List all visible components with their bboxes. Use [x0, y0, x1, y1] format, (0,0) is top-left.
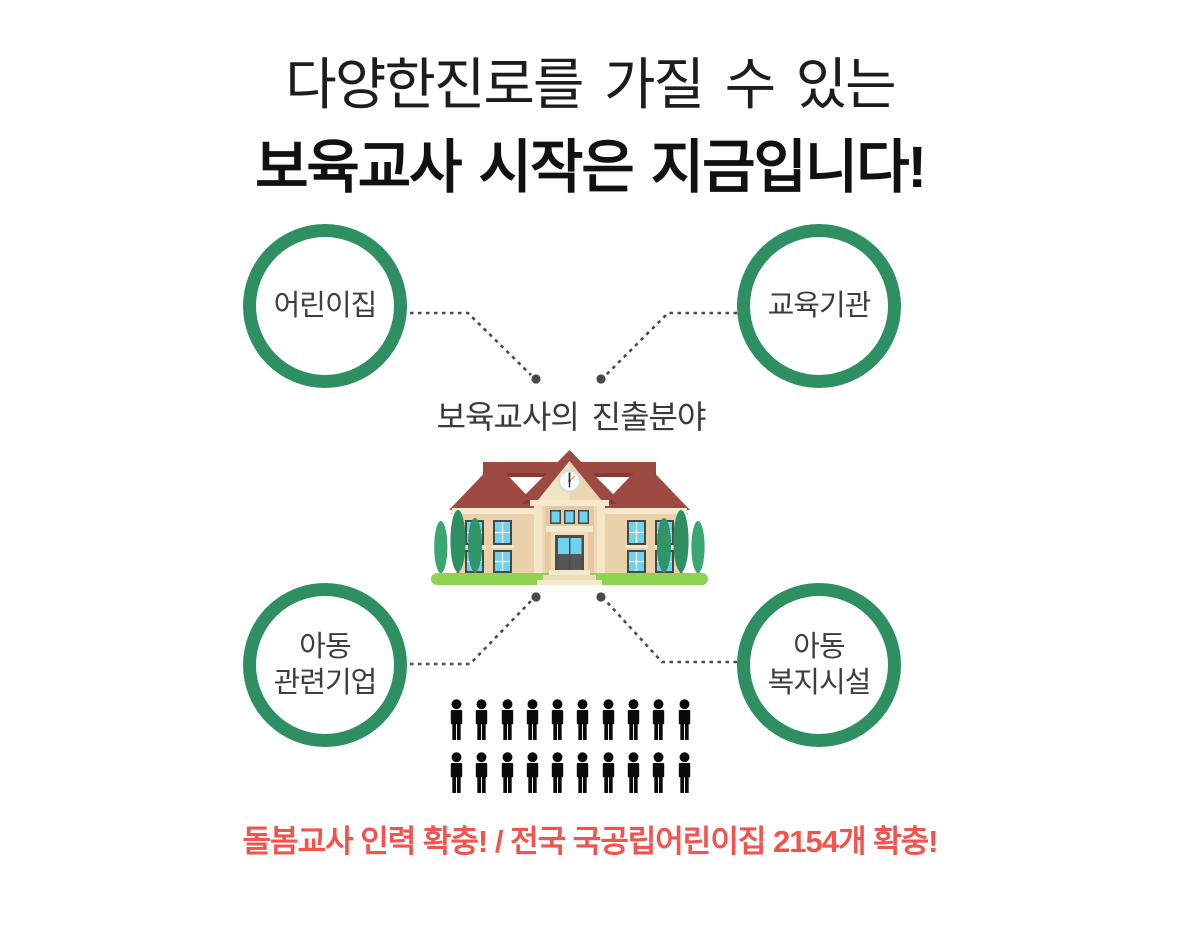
person-icon	[602, 699, 614, 740]
node-label-line: 관련기업	[273, 667, 378, 699]
connector-dot	[531, 592, 541, 602]
person-icon	[450, 699, 463, 740]
tree-icons	[434, 510, 705, 576]
person-icon	[653, 699, 665, 740]
person-icon	[526, 752, 539, 793]
person-icon	[577, 752, 589, 793]
people-grid	[447, 699, 694, 794]
person-icon	[551, 752, 564, 793]
node-label-line: 어린이집	[273, 289, 378, 322]
node-child-related-company: 아동 관련기업	[243, 583, 407, 747]
person-icon	[577, 699, 589, 740]
connector-dot	[596, 592, 606, 602]
person-icon	[501, 699, 513, 740]
node-label: 아동 복지시설	[767, 629, 872, 702]
people-row	[447, 699, 694, 741]
person-icon	[653, 752, 665, 793]
footer-note: 돌봄교사 인력 확충! / 전국 국공립어린이집 2154개 확충!	[242, 824, 939, 859]
node-education-institution: 교육기관	[737, 224, 901, 388]
center-label: 보육교사의 진출분야	[436, 399, 707, 435]
person-icon	[678, 699, 690, 740]
title-line-2: 보육교사 시작은 지금입니다!	[255, 135, 927, 200]
person-icon	[627, 699, 640, 740]
school-building-icon	[431, 450, 708, 585]
person-icon	[476, 752, 488, 793]
person-icon	[602, 752, 614, 793]
node-label: 어린이집	[273, 288, 378, 324]
title-line-1: 다양한진로를 가질 수 있는	[285, 53, 896, 116]
node-label: 아동 관련기업	[273, 629, 378, 702]
connector-dot	[596, 374, 606, 384]
connector-dot	[531, 374, 541, 384]
node-child-welfare-facility: 아동 복지시설	[737, 583, 901, 747]
person-icon	[678, 752, 690, 793]
people-row	[447, 752, 694, 794]
connector-top-left	[410, 311, 532, 376]
connector-top-right	[605, 311, 737, 376]
node-label-line: 아동	[299, 630, 351, 663]
person-icon	[627, 752, 640, 793]
person-icon	[501, 752, 513, 793]
person-icon	[551, 699, 564, 740]
node-childcare-center: 어린이집	[243, 224, 407, 388]
node-label-line: 아동	[793, 630, 845, 663]
node-label: 교육기관	[767, 288, 872, 324]
transom-windows	[550, 510, 589, 524]
person-icon	[526, 699, 539, 740]
node-label-line: 복지시설	[767, 667, 872, 699]
person-icon	[476, 699, 488, 740]
connector-bottom-left	[410, 600, 532, 666]
connector-bottom-right	[605, 600, 737, 664]
node-label-line: 교육기관	[767, 289, 872, 322]
person-icon	[450, 752, 463, 793]
